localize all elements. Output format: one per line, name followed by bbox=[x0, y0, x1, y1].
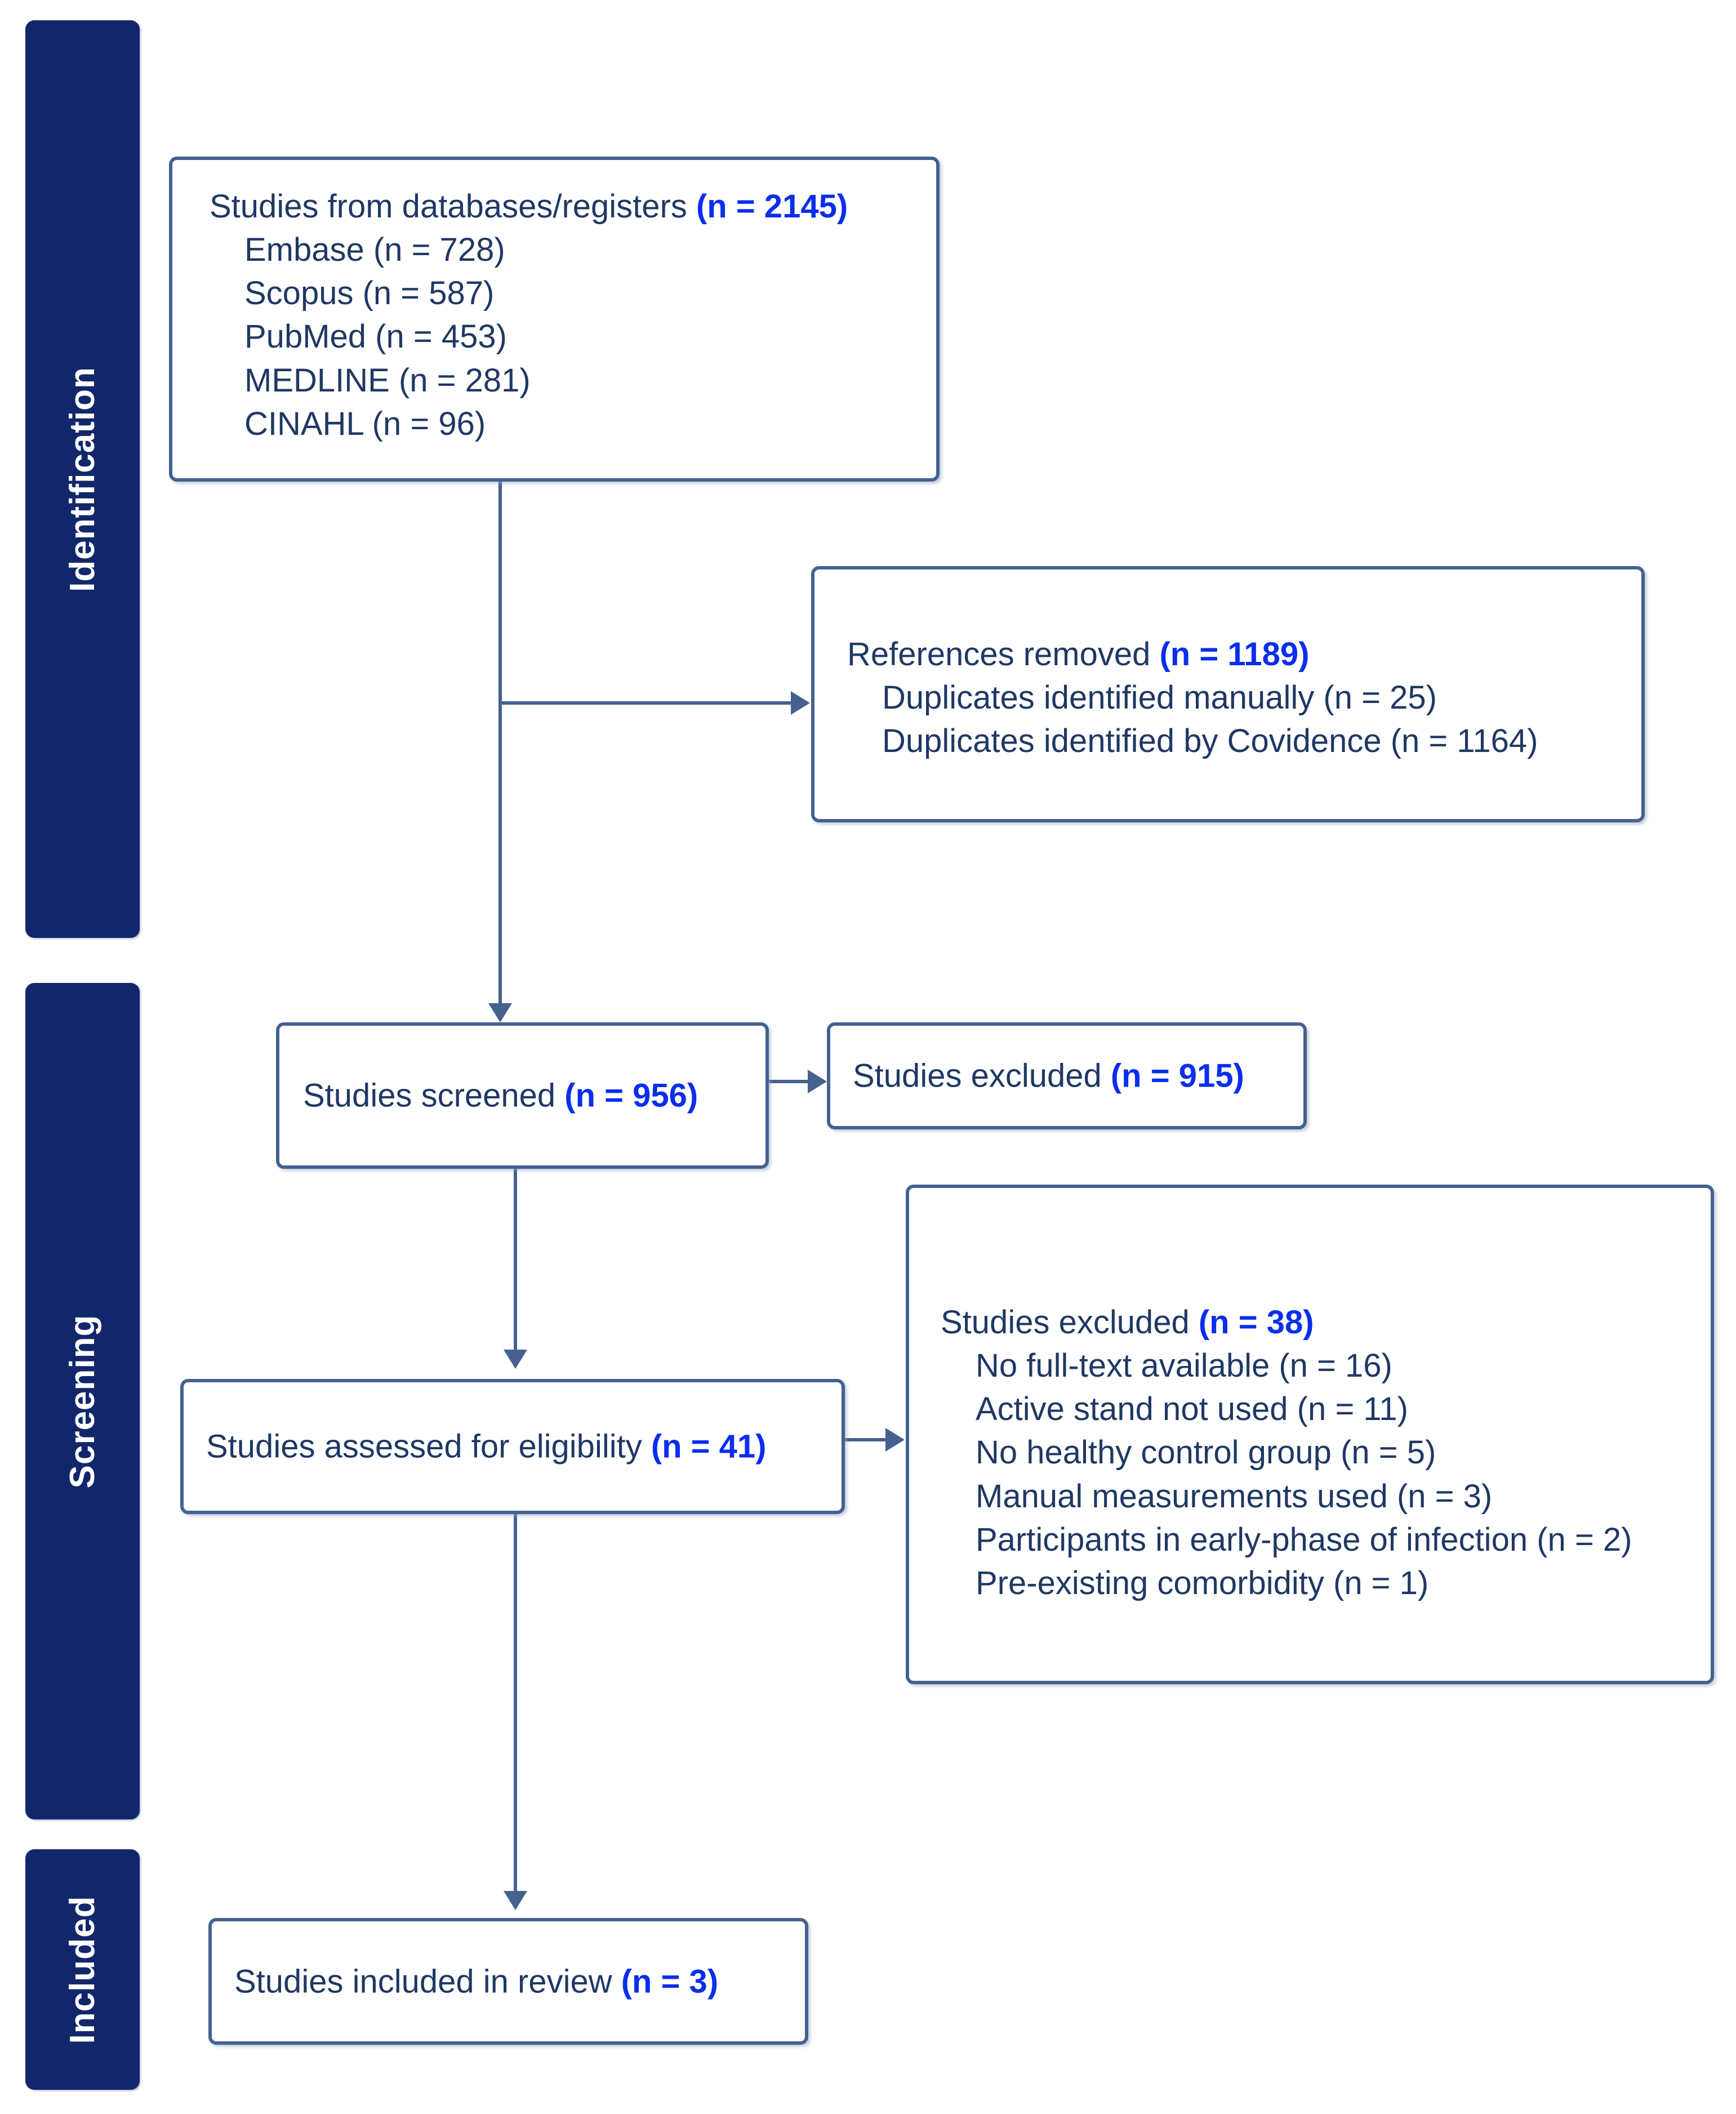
screened-heading-count: (n = 956) bbox=[564, 1077, 698, 1114]
eligibility-excluded-item-comorbidity: Pre-existing comorbidity (n = 1) bbox=[976, 1564, 1429, 1601]
box-studies-assessed-eligibility-text: Studies assessed for eligibility (n = 41… bbox=[206, 1425, 767, 1468]
sources-item-pubmed: PubMed (n = 453) bbox=[244, 318, 507, 355]
arrowhead-to-included bbox=[504, 1891, 527, 1910]
references-removed-item-manual: Duplicates identified manually (n = 25) bbox=[882, 679, 1437, 716]
sources-item-scopus: Scopus (n = 587) bbox=[244, 275, 495, 312]
references-removed-heading-line: References removed (n = 1189) bbox=[847, 633, 1538, 676]
sources-item-medline: MEDLINE (n = 281) bbox=[244, 362, 531, 399]
references-removed-heading-label: References removed bbox=[847, 636, 1160, 673]
eligibility-excluded-heading-line: Studies excluded (n = 38) bbox=[941, 1301, 1632, 1344]
references-removed-heading-count: (n = 1189) bbox=[1159, 636, 1310, 673]
included-heading-label: Studies included in review bbox=[234, 1962, 621, 2000]
eligibility-excluded-item-no-control: No healthy control group (n = 5) bbox=[976, 1434, 1436, 1471]
box-studies-assessed-eligibility: Studies assessed for eligibility (n = 41… bbox=[180, 1379, 845, 1514]
eligibility-excluded-item-early-phase: Participants in early-phase of infection… bbox=[976, 1521, 1632, 1558]
eligibility-excluded-item-no-fulltext: No full-text available (n = 16) bbox=[976, 1347, 1392, 1385]
sources-heading-count: (n = 2145) bbox=[696, 188, 848, 225]
arrowhead-to-references-removed bbox=[791, 691, 810, 715]
eligibility-excluded-item-manual-measure: Manual measurements used (n = 3) bbox=[976, 1477, 1493, 1515]
included-heading-count: (n = 3) bbox=[621, 1962, 719, 2000]
box-studies-from-databases-text: Studies from databases/registers (n = 21… bbox=[210, 185, 848, 446]
connector-sources-to-references-removed bbox=[498, 701, 794, 705]
eligibility-heading-label: Studies assessed for eligibility bbox=[206, 1428, 651, 1465]
phase-label-identification: Identification bbox=[63, 366, 102, 592]
box-studies-screened: Studies screened (n = 956) bbox=[276, 1022, 769, 1169]
connector-sources-trunk bbox=[498, 482, 502, 1017]
box-references-removed: References removed (n = 1189) Duplicates… bbox=[811, 566, 1645, 822]
connector-eligibility-to-excluded bbox=[845, 1438, 889, 1441]
box-studies-excluded-screening-text: Studies excluded (n = 915) bbox=[853, 1054, 1244, 1097]
phase-label-included: Included bbox=[63, 1895, 102, 2044]
box-studies-included-in-review-text: Studies included in review (n = 3) bbox=[234, 1960, 718, 2003]
screened-excluded-heading-line: Studies excluded (n = 915) bbox=[853, 1054, 1244, 1097]
connector-eligibility-to-included bbox=[514, 1514, 517, 1897]
arrowhead-to-eligibility-excluded bbox=[885, 1428, 905, 1452]
phase-bar-included: Included bbox=[25, 1849, 140, 2090]
arrowhead-sources-to-screened bbox=[488, 1003, 512, 1022]
eligibility-excluded-item-active-stand: Active stand not used (n = 11) bbox=[976, 1391, 1408, 1428]
eligibility-excluded-heading-count: (n = 38) bbox=[1198, 1304, 1314, 1341]
box-studies-excluded-eligibility: Studies excluded (n = 38) No full-text a… bbox=[906, 1185, 1714, 1684]
references-removed-item-covidence: Duplicates identified by Covidence (n = … bbox=[882, 723, 1538, 760]
eligibility-heading-count: (n = 41) bbox=[651, 1428, 767, 1465]
box-studies-excluded-screening: Studies excluded (n = 915) bbox=[827, 1022, 1307, 1129]
box-references-removed-text: References removed (n = 1189) Duplicates… bbox=[847, 633, 1538, 763]
connector-screened-to-eligibility bbox=[514, 1169, 517, 1358]
included-heading-line: Studies included in review (n = 3) bbox=[234, 1960, 718, 2003]
screened-excluded-heading-count: (n = 915) bbox=[1110, 1057, 1244, 1094]
box-studies-included-in-review: Studies included in review (n = 3) bbox=[208, 1918, 808, 2045]
arrowhead-to-eligibility bbox=[504, 1350, 527, 1369]
phase-bar-identification: Identification bbox=[25, 20, 140, 938]
connector-screened-to-excluded bbox=[769, 1080, 811, 1083]
phase-bar-screening: Screening bbox=[25, 983, 140, 1819]
eligibility-excluded-heading-label: Studies excluded bbox=[941, 1304, 1199, 1341]
box-studies-from-databases: Studies from databases/registers (n = 21… bbox=[169, 157, 940, 482]
box-studies-excluded-eligibility-text: Studies excluded (n = 38) No full-text a… bbox=[941, 1301, 1632, 1605]
eligibility-heading-line: Studies assessed for eligibility (n = 41… bbox=[206, 1425, 767, 1468]
screened-heading-label: Studies screened bbox=[303, 1077, 565, 1114]
box-studies-screened-text: Studies screened (n = 956) bbox=[303, 1074, 698, 1117]
screened-heading-line: Studies screened (n = 956) bbox=[303, 1074, 698, 1117]
sources-item-cinahl: CINAHL (n = 96) bbox=[244, 405, 486, 442]
screened-excluded-heading-label: Studies excluded bbox=[853, 1057, 1111, 1094]
phase-label-screening: Screening bbox=[63, 1314, 102, 1488]
arrowhead-to-screened-excluded bbox=[808, 1070, 827, 1093]
sources-heading-line: Studies from databases/registers (n = 21… bbox=[210, 185, 848, 228]
sources-heading-label: Studies from databases/registers bbox=[210, 188, 696, 225]
sources-item-embase: Embase (n = 728) bbox=[244, 232, 505, 269]
